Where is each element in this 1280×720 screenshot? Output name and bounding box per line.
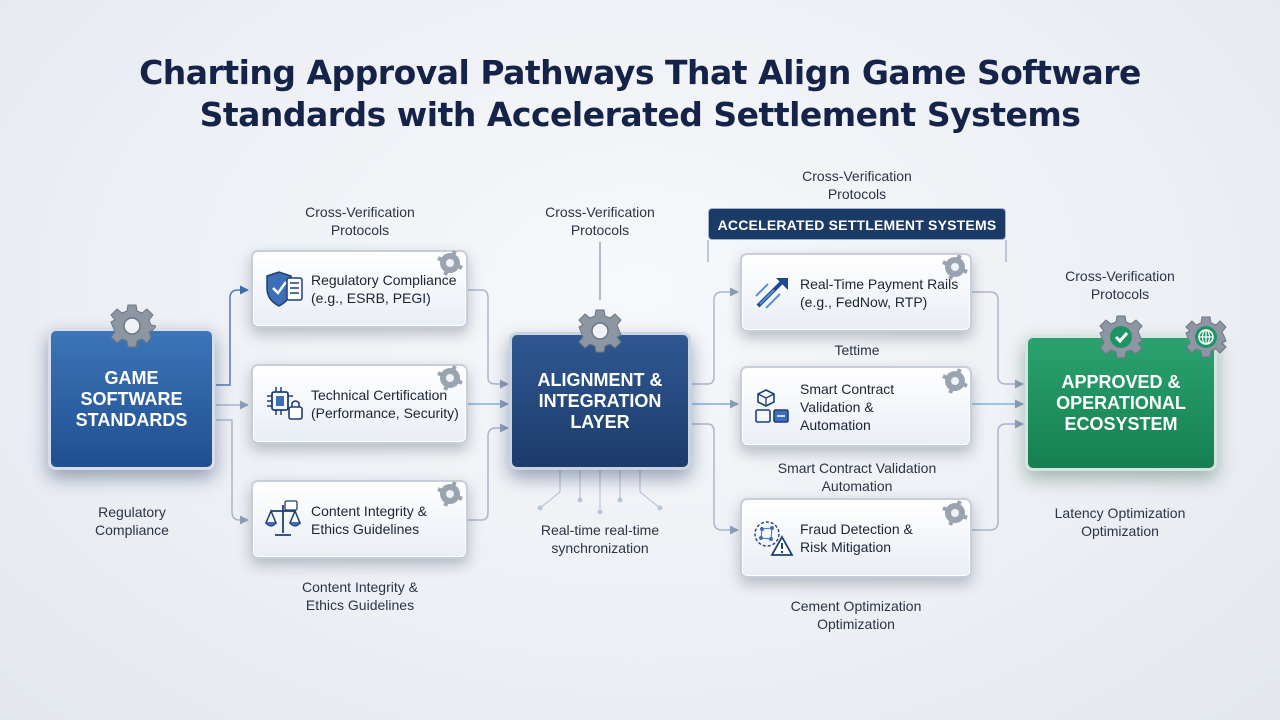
page-title: Charting Approval Pathways That Align Ga…	[0, 52, 1280, 136]
wire-align-to-fraud	[692, 423, 739, 535]
title-line-1: Charting Approval Pathways That Align Ga…	[139, 53, 1141, 92]
card-line: Regulatory Compliance	[311, 272, 457, 288]
settlement-systems-header: ACCELERATED SETTLEMENT SYSTEMS	[708, 208, 1006, 240]
wire-content-to-align	[468, 423, 509, 521]
network-warning-icon	[754, 521, 794, 556]
gear-icon	[437, 250, 463, 276]
caption-cross-verification-left: Cross-Verification Protocols	[305, 204, 415, 238]
card-content-integrity[interactable]: Content Integrity & Ethics Guidelines	[251, 480, 468, 559]
game-software-standards-box[interactable]: GAME SOFTWARE STANDARDS	[48, 328, 215, 470]
card-line: Content Integrity &	[311, 502, 427, 519]
card-line: Ethics Guidelines	[311, 520, 420, 537]
title-line-2: Standards with Accelerated Settlement Sy…	[199, 95, 1081, 134]
caption-tettime: Tettime	[834, 342, 880, 358]
scales-document-icon	[264, 499, 302, 536]
card-line: Technical Certification	[311, 387, 448, 403]
wire-header-bracket	[707, 240, 1007, 262]
gear-icon	[437, 365, 463, 391]
gear-icon	[942, 254, 968, 280]
caption-cross-verification-top: Cross-Verification Protocols	[802, 168, 912, 202]
alignment-integration-layer-box[interactable]: ALIGNMENT & INTEGRATION LAYER	[509, 332, 691, 470]
wire-std-to-content	[216, 419, 249, 525]
caption-content-integrity: Content Integrity & Ethics Guidelines	[302, 579, 418, 613]
caption-cross-verification-right: Cross-Verification Protocols	[1065, 268, 1175, 302]
card-line: Fraud Detection &	[800, 521, 913, 537]
card-technical-certification[interactable]: Technical Certification (Performance, Se…	[251, 364, 468, 444]
card-regulatory-compliance[interactable]: Regulatory Compliance (e.g., ESRB, PEGI)	[251, 250, 468, 328]
check-gear-icon	[1099, 315, 1143, 359]
gear-icon	[110, 304, 156, 348]
card-line: Automation	[800, 416, 871, 433]
caption-smart-contract: Smart Contract Validation Automation	[777, 460, 937, 494]
caption-latency-optimization: Latency Optimization Optimization	[1054, 505, 1186, 539]
card-smart-contract[interactable]: Smart Contract Validation & Automation	[740, 366, 972, 447]
caption-cross-verification-mid: Cross-Verification Protocols	[545, 204, 655, 238]
wire-payment-to-approved	[972, 291, 1024, 389]
wire-std-to-regulatory	[216, 285, 249, 386]
card-line: (e.g., FedNow, RTP)	[800, 293, 928, 310]
card-line: (e.g., ESRB, PEGI)	[311, 290, 431, 306]
card-line: Risk Mitigation	[800, 539, 892, 555]
blocks-contract-icon	[755, 388, 789, 423]
card-fraud-detection[interactable]: Fraud Detection & Risk Mitigation	[740, 498, 972, 578]
gear-icon	[942, 500, 968, 526]
circuit-traces	[539, 470, 661, 512]
card-realtime-payment-rails[interactable]: Real-Time Payment Rails (e.g., FedNow, R…	[740, 253, 972, 332]
shield-checklist-icon	[266, 271, 303, 307]
wire-regulatory-to-align	[468, 289, 509, 389]
card-line: Validation &	[800, 398, 874, 415]
card-line: Smart Contract	[800, 380, 895, 397]
wire-align-to-payment	[692, 287, 739, 385]
caption-regulatory-compliance: Regulatory Compliance	[95, 504, 169, 538]
speed-arrow-icon	[755, 277, 788, 309]
circuit-lock-icon	[267, 387, 303, 420]
globe-gear-icon	[1185, 316, 1227, 358]
gear-icon	[942, 368, 968, 394]
card-line: Real-Time Payment Rails	[800, 275, 959, 292]
caption-realtime-sync: Real-time real-time synchronization	[540, 522, 660, 556]
wire-fraud-to-approved	[972, 419, 1024, 531]
gear-icon	[578, 309, 622, 353]
gear-icon	[437, 481, 463, 507]
card-line: (Performance, Security)	[311, 405, 459, 421]
caption-cement-optimization: Cement Optimization Optimization	[790, 598, 922, 632]
